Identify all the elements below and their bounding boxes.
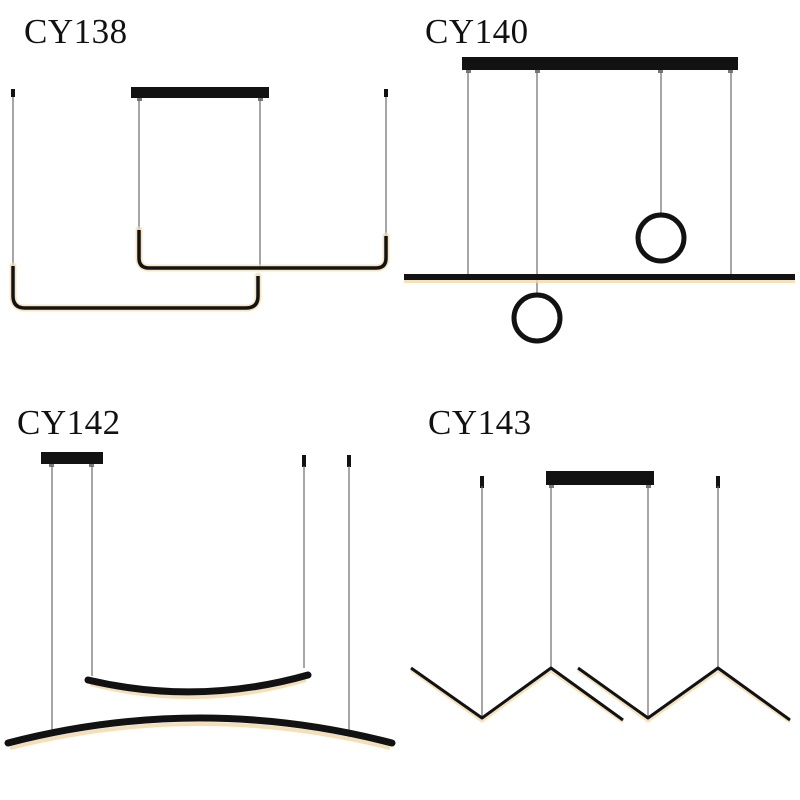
ceiling-canopy bbox=[546, 471, 654, 488]
suspension-cords bbox=[467, 72, 732, 296]
light-bar-lower bbox=[9, 262, 262, 312]
ceiling-canopy bbox=[41, 452, 103, 467]
zigzag-light-bar-right bbox=[577, 666, 791, 724]
ceiling-canopy bbox=[462, 57, 738, 73]
model-label-cy142: CY142 bbox=[17, 403, 121, 442]
ceiling-hooks bbox=[11, 89, 388, 97]
lamp-cy143 bbox=[410, 471, 791, 724]
zigzag-light-bar-left bbox=[410, 666, 624, 724]
light-bar-upper bbox=[135, 226, 390, 272]
model-label-cy138: CY138 bbox=[24, 12, 128, 51]
curved-light-bar-lower bbox=[4, 714, 396, 750]
suspension-cords bbox=[12, 94, 387, 270]
ceiling-hooks bbox=[302, 455, 351, 467]
lamp-cy140 bbox=[404, 57, 795, 344]
model-label-cy143: CY143 bbox=[428, 403, 532, 442]
suspension-cords bbox=[51, 466, 350, 738]
lamp-cy142 bbox=[4, 452, 396, 750]
ring-light-lower bbox=[511, 292, 563, 344]
model-label-cy140: CY140 bbox=[425, 12, 529, 51]
curved-light-bar-upper bbox=[84, 671, 312, 700]
ceiling-canopy bbox=[131, 87, 269, 101]
suspension-cords bbox=[481, 486, 719, 718]
lamp-cy138 bbox=[9, 87, 390, 312]
ceiling-hooks bbox=[480, 476, 720, 488]
linear-light-bar bbox=[404, 274, 795, 283]
ring-light-upper bbox=[635, 212, 687, 264]
